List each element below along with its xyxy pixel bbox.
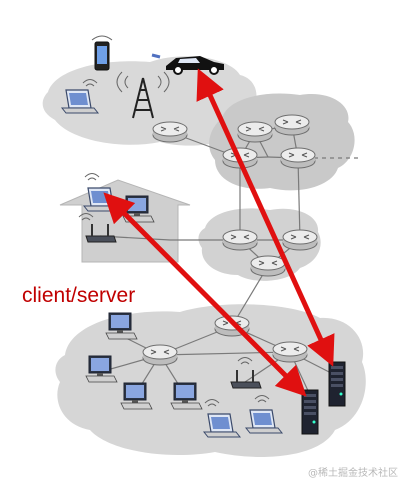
client-server-arrows: [103, 68, 335, 397]
cell-tower-icon: [116, 71, 170, 119]
house-icon: [59, 179, 191, 263]
car-icon: [151, 53, 224, 75]
client-server-label: client/server: [22, 284, 136, 307]
router-icon: [237, 121, 273, 143]
watermark-text: @稀土掘金技术社区: [308, 468, 398, 479]
server-icon: [328, 361, 346, 407]
router-icon: [282, 229, 318, 251]
smartphone-icon: [91, 35, 113, 71]
laptop-icon: [84, 173, 100, 181]
router-icon: [250, 255, 286, 277]
router-icon: [274, 114, 310, 136]
router-icon: [142, 344, 178, 366]
server-icon: [301, 389, 319, 435]
router-icon: [222, 229, 258, 251]
router-icon: [152, 121, 188, 143]
router-icon: [272, 341, 308, 363]
router-icon: [280, 147, 316, 169]
